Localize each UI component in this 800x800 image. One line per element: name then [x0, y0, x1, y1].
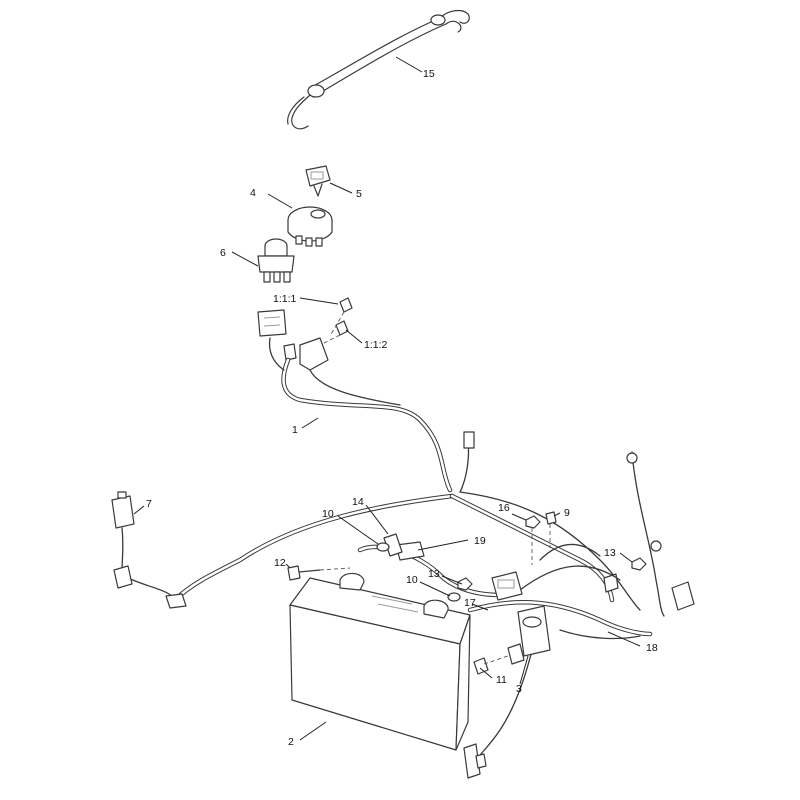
callout-10-top: 10: [322, 508, 334, 520]
callout-17: 17: [464, 597, 476, 609]
pto-switch: [257, 238, 295, 283]
callout-3: 3: [516, 683, 522, 695]
ignition-switch: [287, 206, 333, 247]
callout-14: 14: [352, 496, 364, 508]
callout-9: 9: [564, 507, 570, 519]
battery: [289, 572, 471, 751]
seat-switch: [111, 491, 135, 589]
callout-1-1-2: 1:1:2: [364, 339, 388, 351]
callout-13-left: 13: [428, 568, 440, 580]
callout-16: 16: [498, 502, 510, 514]
callout-15: 15: [423, 68, 435, 80]
callout-5: 5: [356, 188, 362, 200]
hardware-16-9: [525, 511, 557, 565]
nuts-13: [457, 557, 647, 591]
callout-4: 4: [250, 187, 256, 199]
callout-6: 6: [220, 247, 226, 259]
ignition-key: [305, 165, 331, 197]
bolt-11: [473, 655, 509, 675]
wire-harness: [121, 337, 695, 779]
washers-10: [376, 542, 461, 602]
callouts: 15 4 5 6 1:1:1 1:1:2 1 7 14 10 19 12 13 …: [146, 68, 658, 748]
callout-19: 19: [474, 535, 486, 547]
bolt-12: [287, 565, 351, 581]
callout-18: 18: [646, 642, 658, 654]
callout-2: 2: [288, 736, 294, 748]
callout-7: 7: [146, 498, 152, 510]
callout-13-right: 13: [604, 547, 616, 559]
harness-bundle-18: [559, 629, 641, 640]
leader-lines: [133, 56, 641, 741]
callout-1: 1: [292, 424, 298, 436]
bungee-strap: [287, 9, 470, 130]
callout-12: 12: [274, 557, 286, 569]
callout-1-1-1: 1:1:1: [273, 293, 297, 305]
harness-connector-plug: [491, 571, 523, 601]
callout-11: 11: [496, 674, 507, 686]
starter-solenoid: [507, 605, 551, 665]
switch-connectors: [257, 297, 353, 371]
callout-10-bottom: 10: [406, 574, 418, 586]
